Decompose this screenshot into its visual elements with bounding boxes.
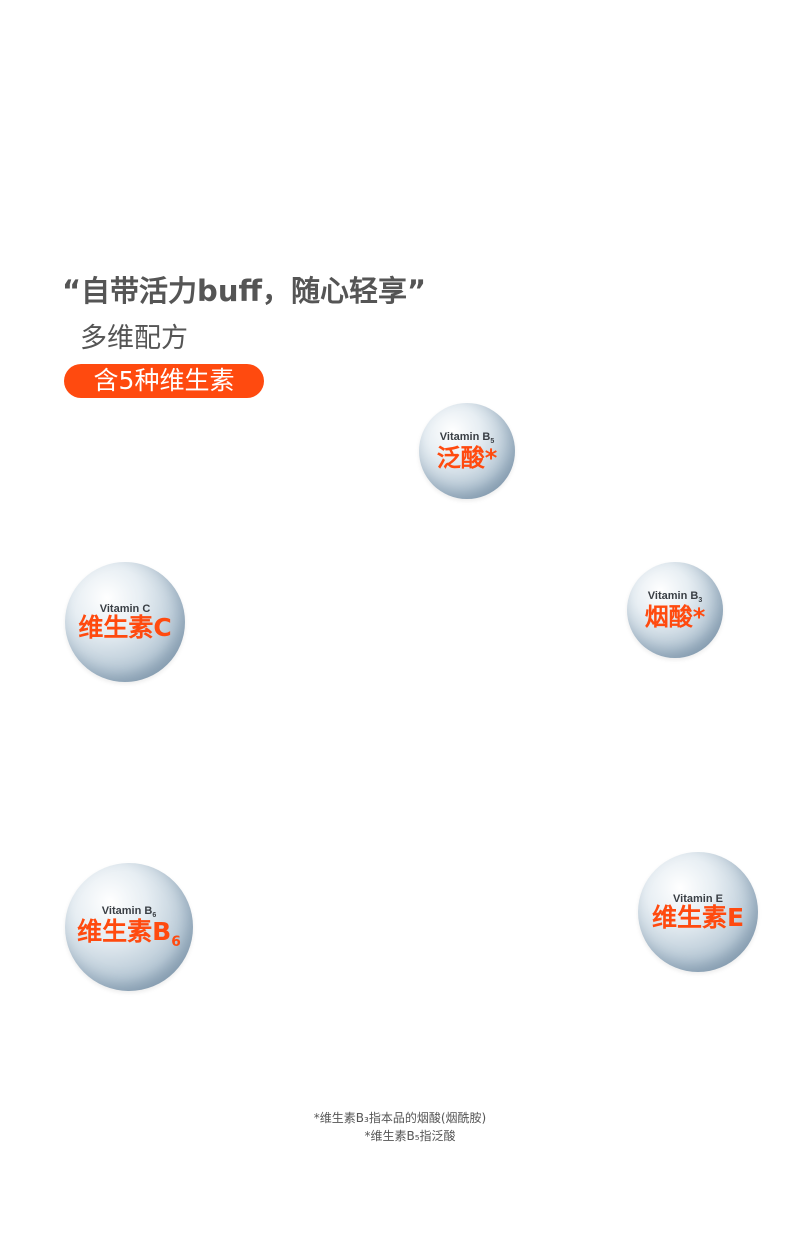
vitamin-en-label: Vitamin B6 <box>101 904 157 919</box>
vitamin-en-label: Vitamin C <box>99 602 151 615</box>
headline: “自带活力buff，随心轻享” <box>62 274 427 308</box>
vitamin-cn-label: 维生素C <box>78 612 172 642</box>
vitamin-cn-label: 泛酸* <box>436 443 498 472</box>
vitamin-count-badge: 含5种维生素 <box>64 364 264 398</box>
bubble-vitamin-b5: Vitamin B5 泛酸* <box>419 403 515 499</box>
subtitle: 多维配方 <box>80 323 188 354</box>
vitamin-cn-label: 维生素B6 <box>77 916 181 950</box>
vitamin-en-label: Vitamin B3 <box>647 590 703 605</box>
vitamin-en-label: Vitamin E <box>673 892 723 905</box>
bubble-vitamin-c: Vitamin C 维生素C <box>65 562 185 682</box>
vitamin-cn-label: 维生素E <box>651 902 745 932</box>
footnote-b5: *维生素B₅指泛酸 <box>364 1129 456 1143</box>
vitamin-en-label: Vitamin B5 <box>439 431 495 446</box>
bubble-vitamin-b6: Vitamin B6 维生素B6 <box>65 863 193 991</box>
footnote-b3: *维生素B₃指本品的烟酸(烟酰胺) <box>313 1111 487 1125</box>
bubble-vitamin-e: Vitamin E 维生素E <box>638 852 758 972</box>
bubble-vitamin-b3: Vitamin B3 烟酸* <box>627 562 723 658</box>
vitamin-cn-label: 烟酸* <box>644 602 706 631</box>
